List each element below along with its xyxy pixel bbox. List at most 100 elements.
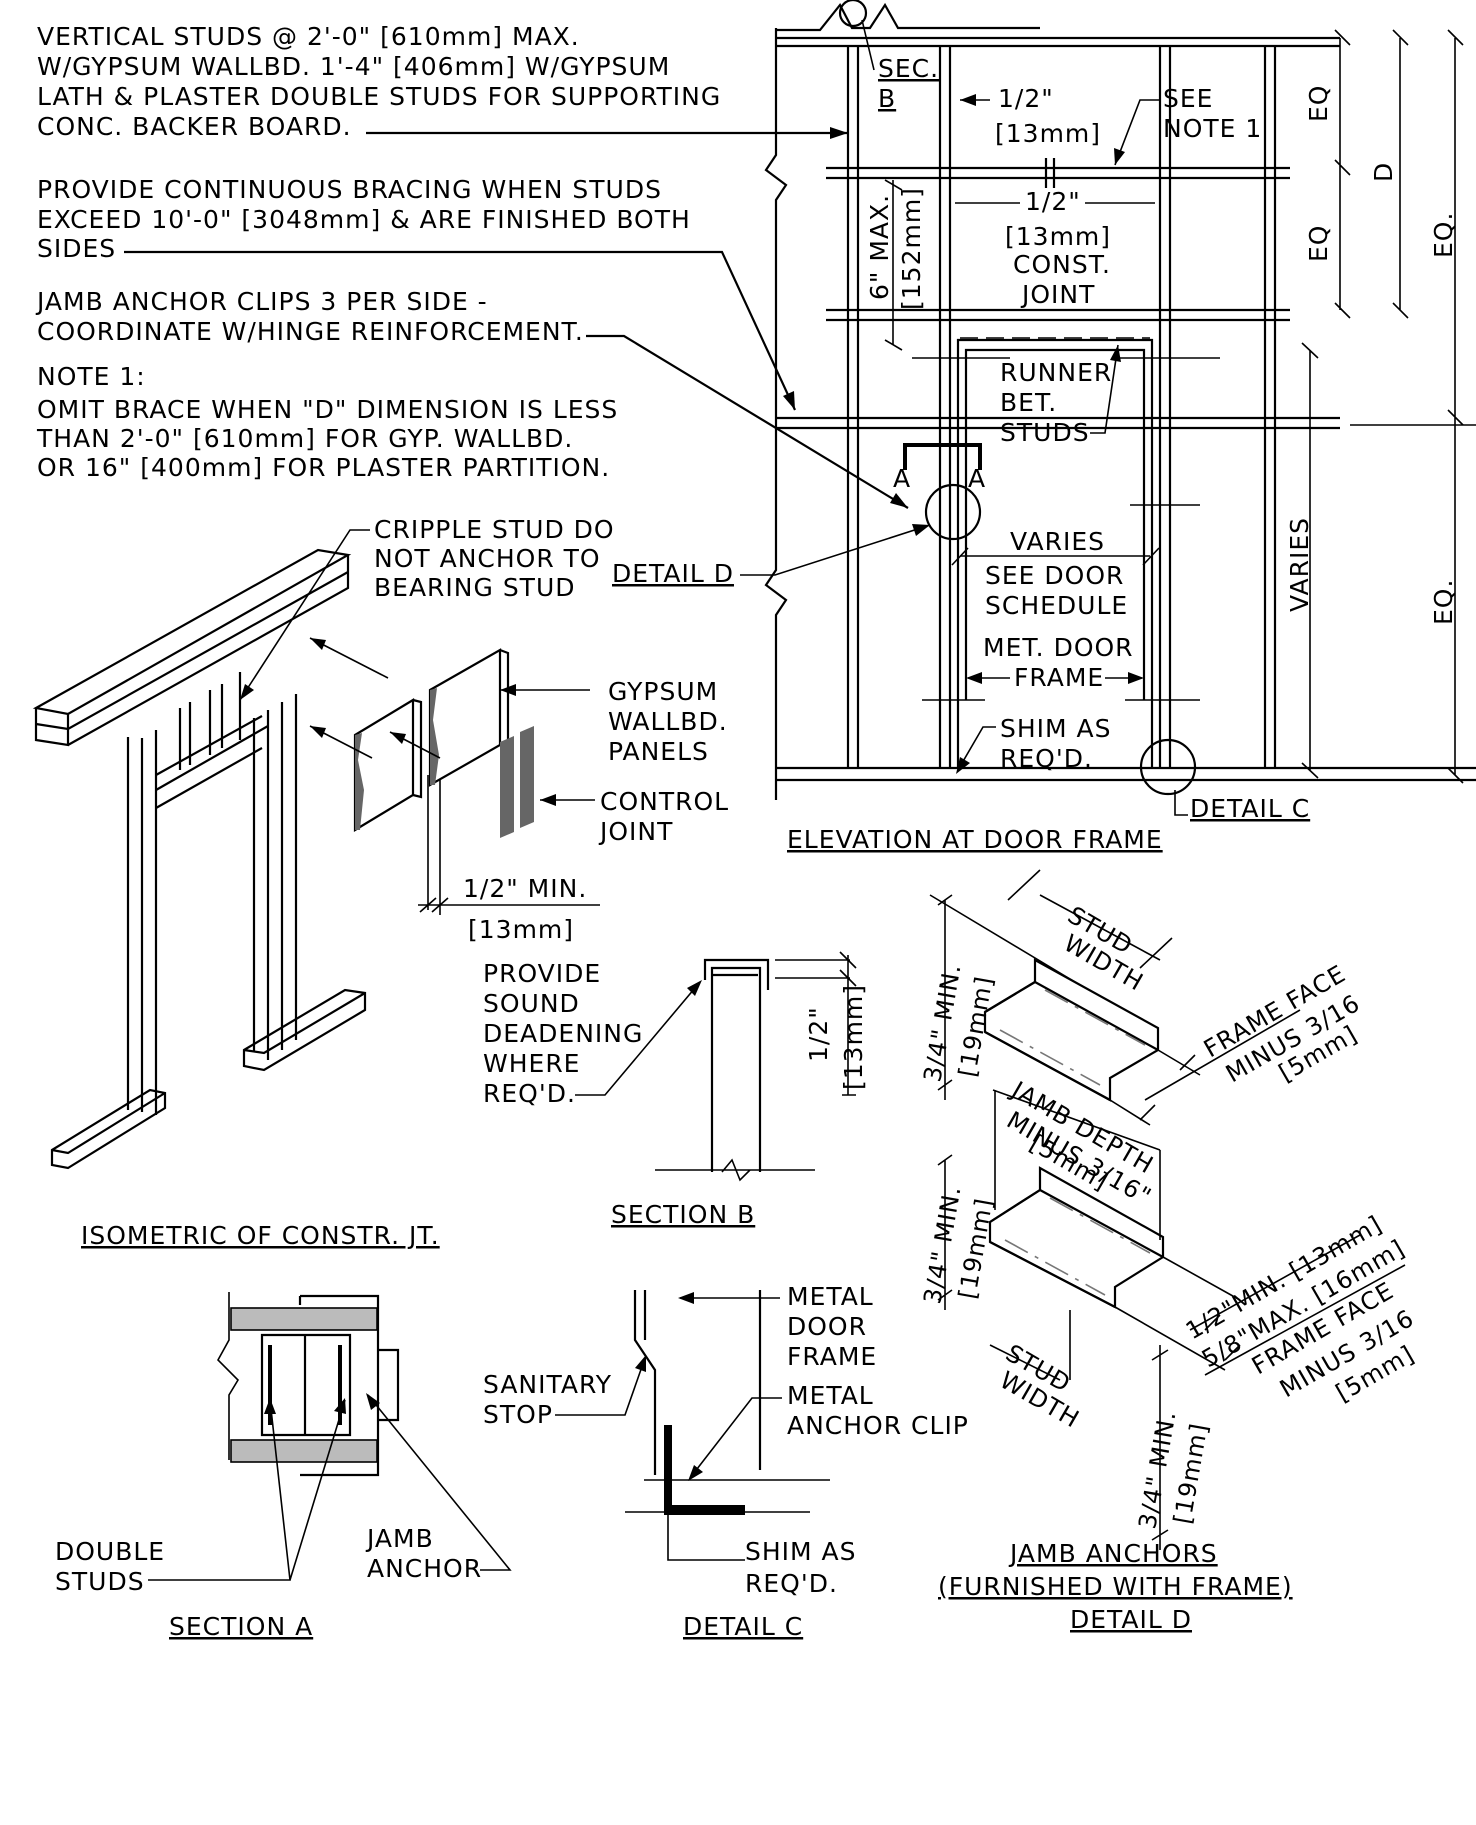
const-joint-mm: [13mm] [1005, 222, 1111, 251]
control-joint-line2: JOINT [598, 817, 673, 846]
note1-line1: OMIT BRACE WHEN "D" DIMENSION IS LESS [37, 395, 618, 424]
iso-top-beam-side [34, 555, 350, 747]
note-bracing-line3: SIDES [37, 234, 116, 263]
detail-c-shim-line1: SHIM AS [745, 1537, 857, 1566]
six-max-label: 6" MAX. [865, 194, 894, 300]
arrowhead [500, 684, 516, 696]
note-vertical-studs-line3: LATH & PLASTER DOUBLE STUDS FOR SUPPORTI… [37, 82, 721, 111]
arrowhead [240, 684, 254, 700]
leader-detail-d [740, 524, 931, 576]
section-a-double-studs [260, 1333, 352, 1437]
leader-see-note [1114, 99, 1160, 166]
control-joint-line1: CONTROL [600, 787, 729, 816]
see-note-line1: SEE [1163, 84, 1213, 113]
brace-upper [826, 166, 1290, 180]
leader-bracing [124, 250, 796, 411]
note-vertical-studs-line1: VERTICAL STUDS @ 2'-0" [610mm] MAX. [37, 22, 580, 51]
cripple-stud-line1: CRIPPLE STUD DO [374, 515, 615, 544]
arrowhead [687, 980, 702, 996]
section-a-mark-right: A [968, 464, 986, 493]
runner-line1: RUNNER [1000, 358, 1112, 387]
half-inch-min: 1/2" MIN. [463, 874, 587, 903]
anchor-clip-line2: ANCHOR CLIP [787, 1411, 969, 1440]
elevation-title: ELEVATION AT DOOR FRAME [787, 825, 1163, 854]
brace-middle [776, 416, 1340, 430]
note-vertical-studs-line2: W/GYPSUM WALLBD. 1'-4" [406mm] W/GYPSUM [37, 52, 670, 81]
half-inch-min-mm: [13mm] [468, 915, 574, 944]
section-a-cut-line [903, 443, 982, 470]
dim-frame-face-upper [1109, 1009, 1301, 1126]
arrowhead [912, 524, 930, 536]
break-line-top [776, 2, 1040, 32]
eq-dot-lower: EQ. [1429, 579, 1458, 625]
six-max-mm: [152mm] [897, 187, 926, 310]
detail-d-title-line2: (FURNISHED WITH FRAME) [938, 1572, 1293, 1601]
dim-three-quarter-upper [937, 894, 953, 1100]
isometric-title: ISOMETRIC OF CONSTR. JT. [81, 1221, 440, 1250]
detail-c-title: DETAIL C [683, 1612, 803, 1641]
note-vertical-studs-line4: CONC. BACKER BOARD. [37, 112, 352, 141]
half-inch-top-mm: [13mm] [995, 119, 1101, 148]
iso-floor-block-right [242, 988, 367, 1072]
metal-door-frame-line1: METAL [787, 1282, 874, 1311]
notes-block: VERTICAL STUDS @ 2'-0" [610mm] MAX. W/GY… [35, 22, 909, 509]
runner-line3: STUDS [1000, 418, 1090, 447]
sanitary-stop-line2: STOP [483, 1400, 553, 1429]
sound-line4: WHERE [483, 1049, 580, 1078]
sound-line1: PROVIDE [483, 959, 601, 988]
note1-heading: NOTE 1: [37, 362, 146, 391]
top-runner [776, 36, 1340, 48]
section-b-profile [703, 958, 770, 1172]
detail-d-title-line3: DETAIL D [1070, 1605, 1192, 1634]
iso-panel-right [428, 648, 510, 787]
section-a-board-top [230, 1307, 378, 1331]
leader-detail-c [1174, 790, 1188, 816]
isometric-construction-joint: CRIPPLE STUD DO NOT ANCHOR TO BEARING ST… [32, 515, 729, 1250]
stud-right-outer [1263, 46, 1277, 768]
leader-cripple-stud [239, 529, 370, 701]
door-frame-line2: FRAME [1014, 663, 1104, 692]
const-joint-joint: JOINT [1020, 280, 1095, 309]
arrowhead [310, 638, 406, 744]
shim-line2: REQ'D. [1000, 744, 1093, 773]
metal-door-frame-line3: FRAME [787, 1342, 877, 1371]
section-a-mark-left: A [893, 464, 911, 493]
detail-d-circle [924, 483, 982, 541]
gypsum-panels-line1: GYPSUM [608, 677, 718, 706]
section-b-title: SECTION B [611, 1200, 755, 1229]
cripple-stud-line2: NOT ANCHOR TO [374, 544, 601, 573]
iso-panel-right-edge [430, 688, 439, 785]
metal-door-frame-line2: DOOR [787, 1312, 867, 1341]
detail-d-jamb-anchors: STUD WIDTH 3/4" MIN. [19mm] FRAME FACE M… [918, 869, 1419, 1634]
leader-anchor-clip [689, 1397, 782, 1479]
arrowhead [890, 493, 908, 508]
sec-b-label-line1: SEC. [878, 54, 939, 83]
section-a-board-bottom [230, 1439, 378, 1463]
detail-c-frame-profile [633, 1290, 657, 1475]
stud-left-outer [846, 46, 860, 768]
see-note-line2: NOTE 1 [1163, 114, 1262, 143]
section-a-break [217, 1292, 240, 1460]
note1-line2: THAN 2'-0" [610mm] FOR GYP. WALLBD. [36, 424, 573, 453]
dim-d [1392, 29, 1409, 319]
detail-d-label: DETAIL D [612, 559, 734, 588]
sec-b-label-line2: B [878, 84, 896, 113]
dim-three-quarter-bottom [1151, 1345, 1169, 1550]
half-inch-top: 1/2" [998, 84, 1054, 113]
arrowhead [264, 1398, 346, 1414]
brace-lower [826, 308, 1290, 322]
jamb-anchor-lower-centerline [1004, 1197, 1151, 1296]
detail-c-circle [1139, 738, 1197, 796]
bottom-runner [776, 766, 1476, 782]
iso-stud-right [252, 694, 298, 1060]
section-b-dim: 1/2" [804, 1006, 833, 1062]
detail-c-floor [625, 1479, 830, 1561]
iso-cripple-studs [178, 672, 242, 770]
eq-upper-1: EQ [1304, 85, 1333, 122]
arrowhead [783, 391, 795, 410]
door-frame-line1: MET. DOOR [983, 633, 1134, 662]
const-joint-mark [1044, 158, 1056, 188]
arrowhead [1114, 148, 1125, 165]
dim-three-quarter-lower [937, 1154, 953, 1310]
iso-panel-left-edge [355, 733, 364, 830]
